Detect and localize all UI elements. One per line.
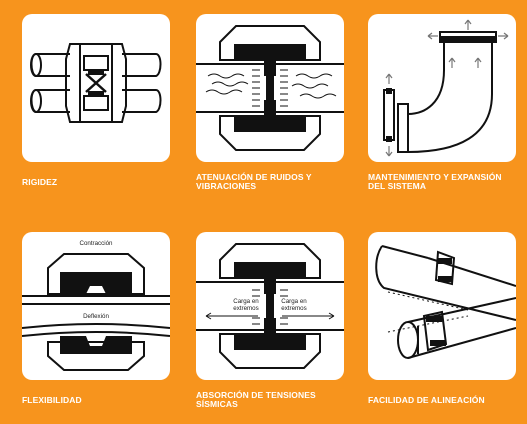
panel-flexibility: Contracción Deflexión [22, 232, 170, 380]
vibration-dampening-icon [196, 25, 344, 151]
label-deflection: Deflexión [83, 313, 109, 320]
seismic-absorption-icon: Carga en extremos Carga en extremos [196, 243, 344, 369]
label-end-load-right-2: extremos [281, 305, 306, 312]
label-end-load-left-2: extremos [233, 305, 258, 312]
panel-noise-attenuation [196, 14, 344, 162]
panel-seismic: Carga en extremos Carga en extremos [196, 232, 344, 380]
panel-rigidity [22, 14, 170, 162]
caption-alignment: FACILIDAD DE ALINEACIÓN [368, 395, 485, 405]
flexible-coupling-icon: Contracción Deflexión [22, 240, 170, 371]
caption-noise-attenuation: ATENUACIÓN DE RUIDOS Y VIBRACIONES [196, 172, 312, 191]
panel-alignment [368, 232, 516, 380]
panel-maintenance [368, 14, 516, 162]
alignment-icon [375, 245, 516, 359]
rigid-coupling-icon [30, 43, 162, 123]
label-end-load-right-1: Carga en [281, 298, 307, 305]
caption-flexibility: FLEXIBILIDAD [22, 395, 82, 405]
caption-rigidity: RIGIDEZ [22, 177, 58, 187]
caption-seismic: ABSORCIÓN DE TENSIONES SÍSMICAS [196, 390, 316, 409]
maintenance-expansion-icon [383, 19, 509, 157]
label-contraction: Contracción [79, 240, 113, 247]
caption-maintenance: MANTENIMIENTO Y EXPANSIÓN DEL SISTEMA [368, 172, 502, 191]
label-end-load-left-1: Carga en [233, 298, 259, 305]
